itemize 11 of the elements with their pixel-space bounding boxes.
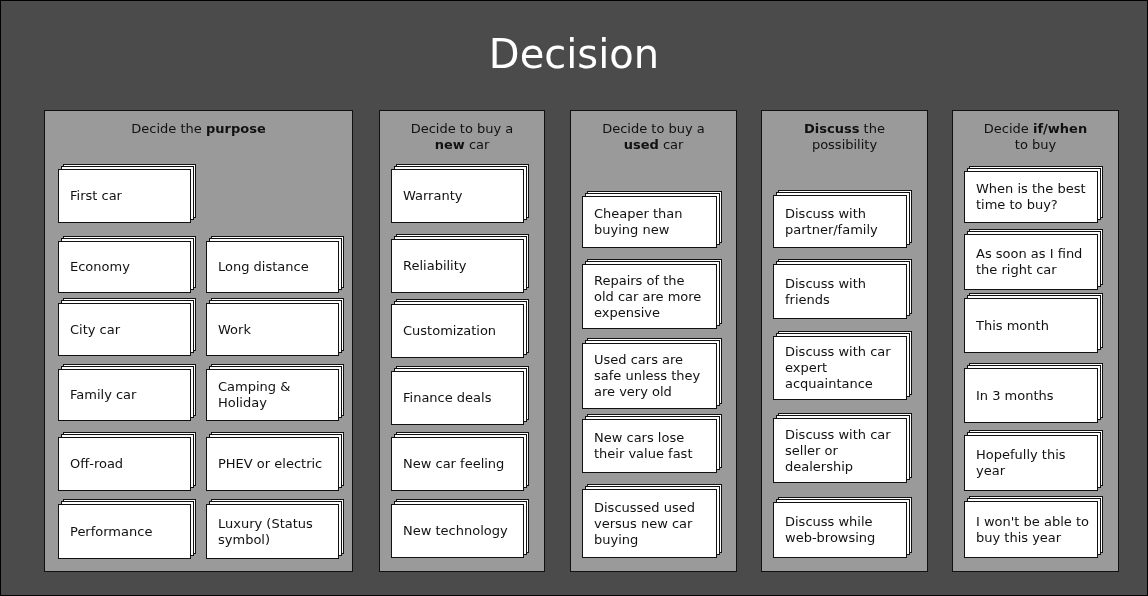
column-panel [952,110,1119,572]
column-panel [761,110,928,572]
column-heading: Decide to buy a new car [409,121,515,153]
column-panel [44,110,353,572]
column-panel [570,110,737,572]
column-heading: Discuss the possibility [803,121,886,153]
column-panel [379,110,545,572]
column-heading: Decide if/when to buy [982,121,1089,153]
column-heading: Decide to buy a used car [601,121,706,153]
diagram-title: Decision [487,30,661,79]
column-heading: Decide the purpose [131,121,266,137]
